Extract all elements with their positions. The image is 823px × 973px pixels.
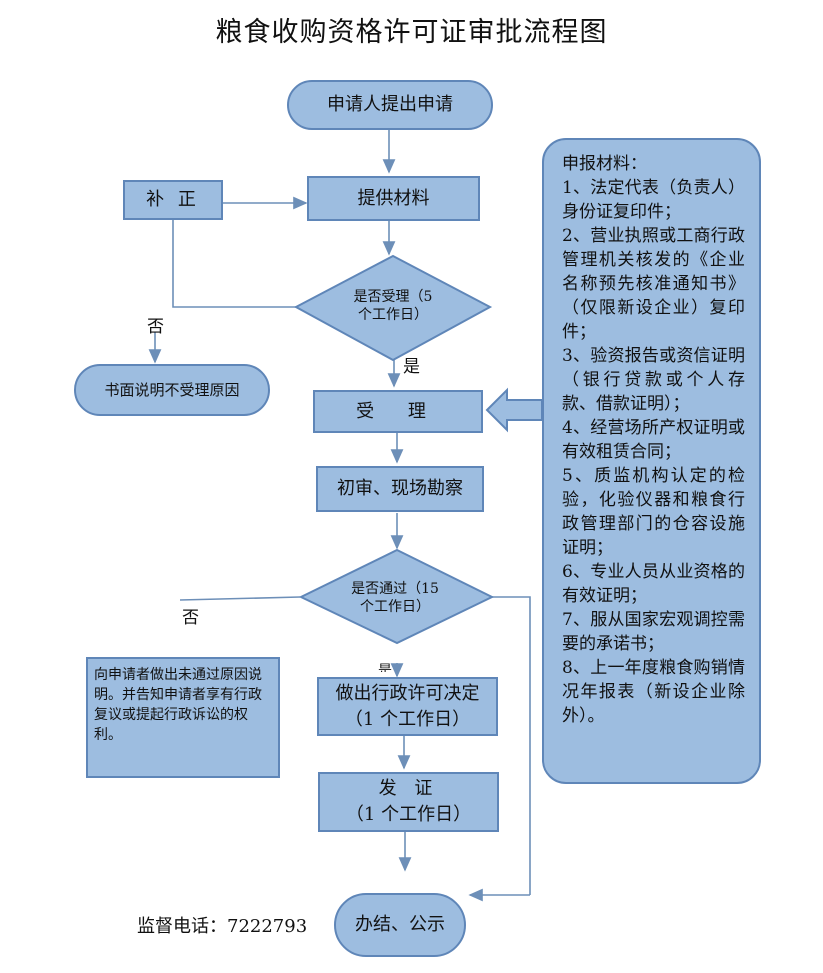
line-decision1-supplement: [172, 220, 297, 308]
materials-item: 6、专业人员从业资格的有效证明；: [562, 562, 745, 606]
issue-line2: （1 个工作日）: [345, 804, 472, 825]
decide-line1: 做出行政许可决定: [335, 682, 480, 704]
accept-node: 受 理: [313, 390, 483, 433]
no-label-1: 否: [147, 317, 164, 337]
no-label-2: 否: [182, 608, 199, 628]
decision2-line2: 个工作日）: [360, 599, 430, 615]
materials-item: 4、经营场所产权证明或有效租赁合同；: [562, 418, 745, 462]
reject1-node: 书面说明不受理原因: [74, 364, 270, 416]
line-decision2-finish: [490, 596, 531, 895]
materials-item: 7、服从国家宏观调控需要的承诺书；: [562, 610, 745, 654]
materials-item: 1、法定代表（负责人）身份证复印件；: [562, 178, 745, 222]
decision2-diamond: [298, 548, 495, 645]
issue-node: 发 证 （1 个工作日）: [318, 772, 499, 832]
decide-line2: （1 个工作日）: [344, 708, 471, 730]
decision2-line1: 是否通过（15: [351, 581, 439, 597]
finish-node: 办结、公示: [334, 893, 466, 957]
decision2-text: 是否通过（15 个工作日）: [335, 580, 455, 616]
decision1-diamond: [293, 254, 493, 362]
provide-node: 提供材料: [307, 176, 480, 221]
page-title: 粮食收购资格许可证审批流程图: [215, 17, 608, 48]
materials-item: 8、上一年度粮食购销情况年报表（新设企业除外）。: [562, 658, 745, 726]
monitor-phone: 监督电话：7222793: [137, 916, 308, 937]
materials-item: 3、验资报告或资信证明（银行贷款或个人存款、借款证明）；: [562, 346, 745, 414]
yes-label-1: 是: [403, 357, 420, 377]
issue-line1: 发 证: [378, 778, 439, 799]
apply-node: 申请人提出申请: [287, 80, 493, 130]
materials-panel: 申报材料： 1、法定代表（负责人）身份证复印件； 2、营业执照或工商行政管理机关…: [542, 138, 761, 784]
yes-label-2: 是: [378, 663, 392, 672]
decide-node: 做出行政许可决定 （1 个工作日）: [317, 677, 498, 736]
supplement-node: 补 正: [123, 180, 223, 220]
materials-item: 5、质监机构认定的检验，化验仪器和粮食行政管理部门的仓容设施证明；: [562, 466, 745, 558]
decision1-text: 是否受理（5 个工作日）: [330, 288, 456, 324]
materials-heading: 申报材料：: [562, 154, 647, 174]
decision1-line2: 个工作日）: [358, 307, 428, 323]
decision1-line1: 是否受理（5: [353, 289, 433, 305]
materials-item: 2、营业执照或工商行政管理机关核发的《企业名称预先核准通知书》（仅限新设企业）复…: [562, 226, 745, 342]
review-node: 初审、现场勘察: [316, 466, 484, 512]
reject2-node: 向申请者做出未通过原因说明。并告知申请者享有行政复议或提起行政诉讼的权利。: [86, 657, 280, 778]
materials-arrow: [485, 387, 543, 433]
line-decision2-no: [179, 596, 301, 601]
